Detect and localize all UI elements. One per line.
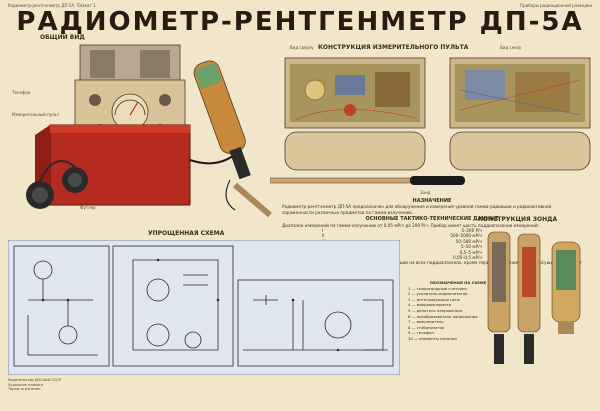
scheme-legend: ОБОЗНАЧЕНИЯ НА СХЕМЕ 1 — газоразрядные с… [408,280,508,342]
probe-construction-heading: КОНСТРУКЦИЯ ЗОНДА [478,216,558,223]
footer-line: Художник плаката [8,382,44,387]
header-right-caption: Приборы радиационной разведки [520,3,592,8]
legend-item: 6 — преобразователь напряжения [408,313,478,319]
callout-telephone: Телефон [12,90,31,95]
legend-item: 1 — газоразрядные счетчики [408,285,467,291]
legend-item: 4 — микроамперметр [408,302,452,308]
header-left-caption: Радиометр-рентгенметр ДП-5А. Плакат 1 [8,3,96,8]
footer-line: Тираж ограничен [8,387,41,391]
legend-title: ОБОЗНАЧЕНИЯ НА СХЕМЕ [429,280,487,285]
probe-rod [270,176,465,185]
legend-item: 8 — стабилизатор [408,324,445,330]
console-construction-heading: КОНСТРУКЦИЯ ИЗМЕРИТЕЛЬНОГО ПУЛЬТА [318,44,469,51]
callout-case: Футляр [80,205,96,210]
console-view-bottom-label: Вид снизу [500,45,522,50]
probe-construction-illustration [487,231,581,364]
poster-title: РАДИОМЕТР-РЕНТГЕНМЕТР ДП-5А [16,7,584,37]
callout-probe: Зонд [420,190,431,195]
legend-item: 2 — усилитель-нормализатор [408,291,468,297]
general-view-heading: ОБЩИЙ ВИД [40,34,85,41]
purpose-text: Радиометр-рентгенметр ДП-5А предназначен… [282,204,552,215]
legend-item: 7 — выпрямитель [408,319,444,325]
console-view-top-label: Вид сверху [290,45,314,50]
legend-item: 5 — делитель напряжения [408,307,462,313]
purpose-title: НАЗНАЧЕНИЕ [412,198,452,204]
legend-item: 9 — телефон [408,330,434,336]
legend-item: 3 — интегрирующая цепь [408,296,460,302]
purpose-block: НАЗНАЧЕНИЕ Радиометр-рентгенметр ДП-5А п… [282,198,582,271]
specs-title: ОСНОВНЫЕ ТАКТИКО-ТЕХНИЧЕСКИЕ ДАННЫЕ [365,216,499,223]
footer: Издательство ДОСААФ СССР Художник плакат… [8,378,61,392]
console-construction-illustration [284,57,591,171]
specs-intro: Диапазон измерений по гамма-излучению от… [282,222,539,228]
general-view-illustration [26,44,272,218]
legend-item: 10 — элементы питания [408,335,457,341]
scheme-heading: УПРОЩЕННАЯ СХЕМА [148,230,225,237]
callout-console: Измерительный пульт [12,112,60,117]
simplified-scheme [8,240,400,375]
footer-line: Издательство ДОСААФ СССР [8,378,62,382]
